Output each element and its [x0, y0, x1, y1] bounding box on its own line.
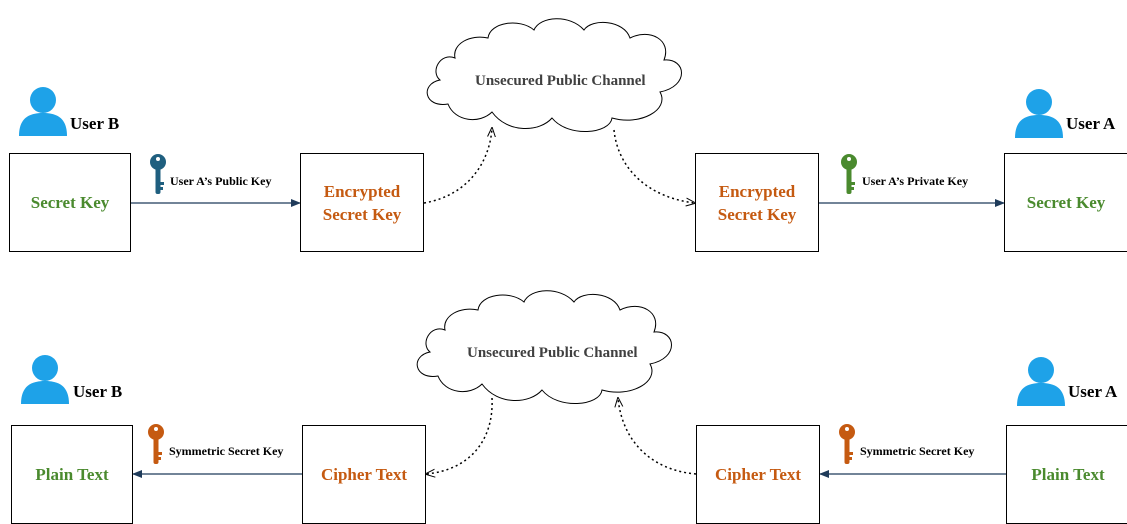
user-icon: [1017, 357, 1065, 406]
right-symmetric-key-label: Symmetric Secret Key: [860, 444, 975, 458]
box-label: Plain Text: [1031, 465, 1105, 484]
bottom-dotted-to-left: [426, 397, 493, 474]
bottom-left-user-label: User B: [73, 382, 123, 401]
box-label-line2: Secret Key: [322, 204, 402, 224]
top-encrypted-secret-key-box-b: Encrypted Secret Key: [300, 153, 424, 252]
box-label: Secret Key: [30, 193, 110, 212]
box-label: Secret Key: [1026, 193, 1106, 212]
user-icon: [1015, 89, 1063, 138]
key-icon: [839, 424, 855, 464]
top-cloud-label: Unsecured Public Channel: [475, 73, 646, 89]
bottom-plain-text-box-a: Plain Text: [1006, 425, 1127, 524]
bottom-cipher-text-box-a: Cipher Text: [696, 425, 820, 524]
key-icon: [150, 154, 166, 194]
bottom-cloud-shape: [416, 290, 672, 404]
box-label-line1: Encrypted: [323, 181, 401, 201]
bottom-cloud-label: Unsecured Public Channel: [467, 345, 638, 361]
public-key-label: User A’s Public Key: [170, 174, 272, 188]
top-dotted-to-cloud: [423, 128, 492, 204]
top-right-user-label: User A: [1066, 114, 1116, 133]
user-icon: [21, 355, 69, 404]
box-label: Cipher Text: [714, 465, 802, 484]
user-icon: [19, 87, 67, 136]
bottom-plain-text-box-b: Plain Text: [11, 425, 133, 524]
bottom-cipher-text-box-b: Cipher Text: [302, 425, 426, 524]
top-cloud-shape: [426, 18, 682, 132]
private-key-label: User A’s Private Key: [862, 174, 969, 188]
top-left-user-label: User B: [70, 114, 120, 133]
bottom-right-user-label: User A: [1068, 382, 1118, 401]
box-label: Plain Text: [35, 465, 109, 484]
box-label-line2: Secret Key: [717, 204, 797, 224]
box-label: Cipher Text: [320, 465, 408, 484]
key-icon: [148, 424, 164, 464]
top-dotted-from-cloud: [613, 129, 695, 203]
box-label-line1: Encrypted: [718, 181, 796, 201]
top-encrypted-secret-key-box-a: Encrypted Secret Key: [695, 153, 819, 252]
bottom-dotted-from-right: [618, 398, 697, 475]
key-icon: [841, 154, 857, 194]
top-secret-key-box-b: Secret Key: [9, 153, 131, 252]
top-secret-key-box-a: Secret Key: [1004, 153, 1127, 252]
left-symmetric-key-label: Symmetric Secret Key: [169, 444, 284, 458]
